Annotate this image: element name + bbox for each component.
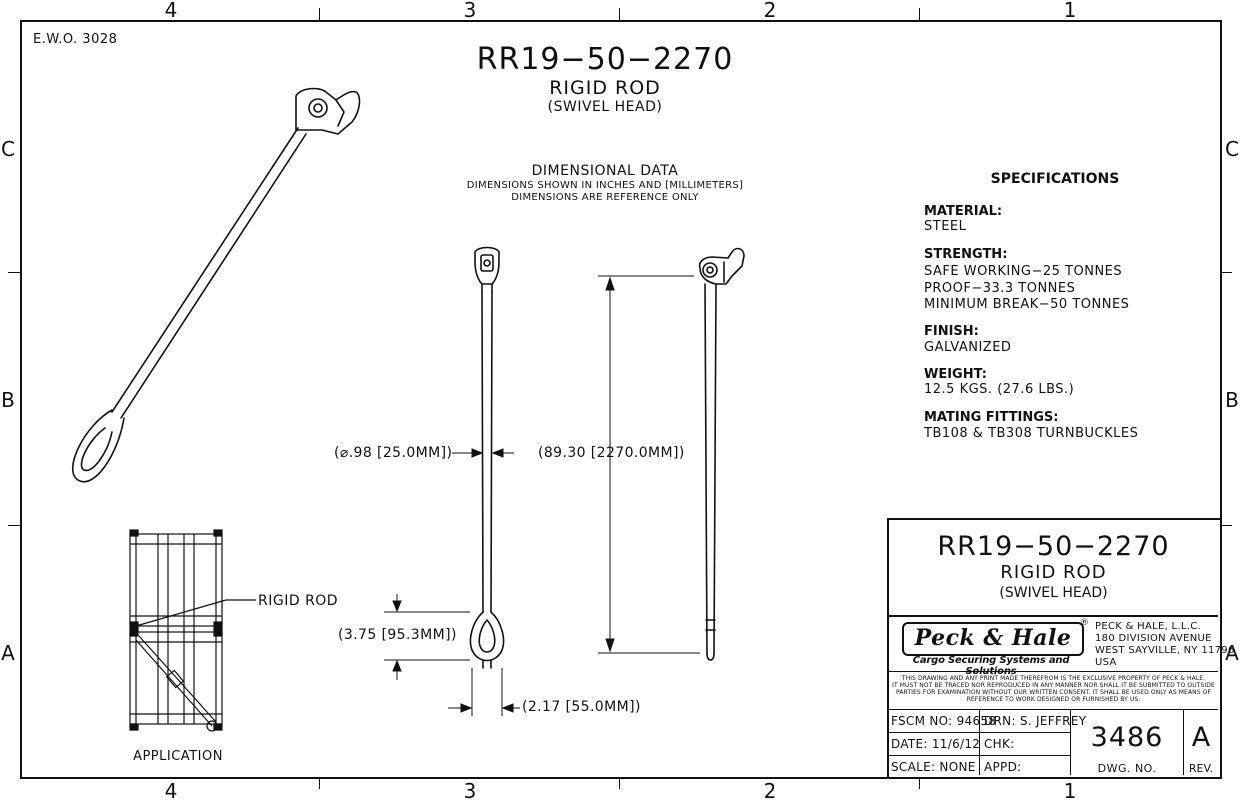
title-block-divider xyxy=(887,615,1218,617)
strength-safe-working: SAFE WORKING−25 TONNES xyxy=(924,264,1123,279)
mating-fittings-value: TB108 & TB308 TURNBUCKLES xyxy=(924,426,1139,441)
proprietary-notice: THIS DRAWING AND ANY PRINT MADE THEREFRO… xyxy=(891,675,1216,703)
dimension-diameter: (⌀.98 [25.0MM]) xyxy=(334,445,453,461)
drawing-date: DATE: 11/6/12 xyxy=(891,737,981,751)
title-block-part-variant: (SWIVEL HEAD) xyxy=(999,585,1108,601)
company-address-street: 180 DIVISION AVENUE xyxy=(1095,633,1212,644)
material-value: STEEL xyxy=(924,219,967,234)
drawing-border xyxy=(20,20,1222,779)
specifications-heading: SPECIFICATIONS xyxy=(990,171,1120,187)
title-block-divider xyxy=(887,755,1070,756)
zone-tick xyxy=(1220,525,1232,526)
zone-tick xyxy=(8,272,20,273)
drawing-part-number: RR19−50−2270 xyxy=(476,42,734,77)
zone-tick xyxy=(319,8,320,20)
zone-col-3-bottom: 3 xyxy=(463,779,477,803)
fscm-number: FSCM NO: 94658 xyxy=(891,714,997,728)
application-rigid-rod-callout: RIGID ROD xyxy=(258,593,339,609)
company-address-country: USA xyxy=(1095,657,1117,668)
notice-line: THIS DRAWING AND ANY PRINT MADE THEREFRO… xyxy=(901,675,1206,682)
revision-label: REV. xyxy=(1188,762,1214,775)
dimension-eye-width: (2.17 [55.0MM]) xyxy=(522,699,641,715)
front-rod-view xyxy=(469,246,505,669)
zone-tick xyxy=(919,777,920,789)
title-block xyxy=(887,518,1220,777)
drawn-by: DRN: S. JEFFREY xyxy=(984,714,1087,728)
title-block-divider xyxy=(887,732,1070,733)
zone-col-1-top: 1 xyxy=(1063,0,1077,22)
notice-line: PARTIES FOR EXAMINATION WITHOUT OUR WRIT… xyxy=(895,689,1212,696)
company-address-city: WEST SAYVILLE, NY 11796 xyxy=(1095,645,1235,656)
zone-row-a-right: A xyxy=(1225,641,1239,665)
drawing-part-variant: (SWIVEL HEAD) xyxy=(547,99,663,115)
title-block-divider xyxy=(1070,709,1071,775)
dimensional-data-heading: DIMENSIONAL DATA xyxy=(531,163,679,179)
material-label: MATERIAL: xyxy=(924,204,1003,219)
strength-proof: PROOF−33.3 TONNES xyxy=(924,281,1076,296)
zone-col-3-top: 3 xyxy=(463,0,477,22)
revision: A xyxy=(1191,722,1211,753)
title-block-part-number: RR19−50−2270 xyxy=(937,531,1170,562)
side-rod-view xyxy=(698,247,745,661)
weight-value: 12.5 KGS. (27.6 LBS.) xyxy=(924,382,1075,397)
dimension-lines xyxy=(384,275,700,716)
logo-tagline: Cargo Securing Systems and Solutions xyxy=(912,655,1070,677)
zone-col-2-bottom: 2 xyxy=(763,779,777,803)
drawing-scale: SCALE: NONE xyxy=(891,760,976,774)
zone-col-4-top: 4 xyxy=(164,0,178,22)
title-block-divider xyxy=(979,709,980,775)
peck-hale-logo: Peck & Hale xyxy=(902,622,1084,656)
checked-by: CHK: xyxy=(984,737,1015,751)
zone-tick xyxy=(8,525,20,526)
isometric-rod-view xyxy=(72,87,361,483)
strength-minimum-break: MINIMUM BREAK−50 TONNES xyxy=(924,297,1130,312)
registered-mark-icon: ® xyxy=(1080,618,1089,628)
ewo-number: E.W.O. 3028 xyxy=(33,32,118,47)
drawing-number: 3486 xyxy=(1090,722,1164,753)
finish-value: GALVANIZED xyxy=(924,340,1012,355)
weight-label: WEIGHT: xyxy=(924,367,987,382)
drawing-number-label: DWG. NO. xyxy=(1097,762,1157,775)
zone-tick xyxy=(1220,272,1232,273)
application-label: APPLICATION xyxy=(133,749,223,764)
company-name: PECK & HALE, L.L.C. xyxy=(1095,621,1202,632)
zone-tick xyxy=(619,8,620,20)
zone-tick xyxy=(919,8,920,20)
zone-col-1-bottom: 1 xyxy=(1063,779,1077,803)
title-block-divider xyxy=(1183,709,1184,775)
zone-tick xyxy=(319,777,320,789)
zone-row-b-right: B xyxy=(1225,388,1239,412)
approved-by: APPD: xyxy=(984,760,1022,774)
finish-label: FINISH: xyxy=(924,324,979,339)
dimensional-note-units: DIMENSIONS SHOWN IN INCHES AND [MILLIMET… xyxy=(466,180,744,191)
zone-col-4-bottom: 4 xyxy=(164,779,178,803)
dimension-overall-length: (89.30 [2270.0MM]) xyxy=(538,445,685,461)
notice-line: IT MUST NOT BE TRACED NOR REPRODUCED IN … xyxy=(892,682,1215,689)
application-illustration xyxy=(129,529,256,732)
dimensional-note-reference: DIMENSIONS ARE REFERENCE ONLY xyxy=(511,192,699,203)
notice-line: REFERENCE TO WORK DESIGNED OR FURNISHED … xyxy=(966,696,1141,703)
zone-row-a-left: A xyxy=(1,641,15,665)
zone-row-c-left: C xyxy=(1,137,15,161)
dimension-eye-length: (3.75 [95.3MM]) xyxy=(338,627,457,643)
zone-row-c-right: C xyxy=(1225,137,1239,161)
drawing-part-name: RIGID ROD xyxy=(549,77,661,99)
title-block-divider xyxy=(887,671,1218,672)
zone-col-2-top: 2 xyxy=(763,0,777,22)
mating-fittings-label: MATING FITTINGS: xyxy=(924,410,1059,425)
zone-row-b-left: B xyxy=(1,388,15,412)
strength-label: STRENGTH: xyxy=(924,247,1008,262)
title-block-part-name: RIGID ROD xyxy=(1000,562,1107,583)
title-block-divider xyxy=(887,709,1218,710)
zone-tick xyxy=(619,777,620,789)
